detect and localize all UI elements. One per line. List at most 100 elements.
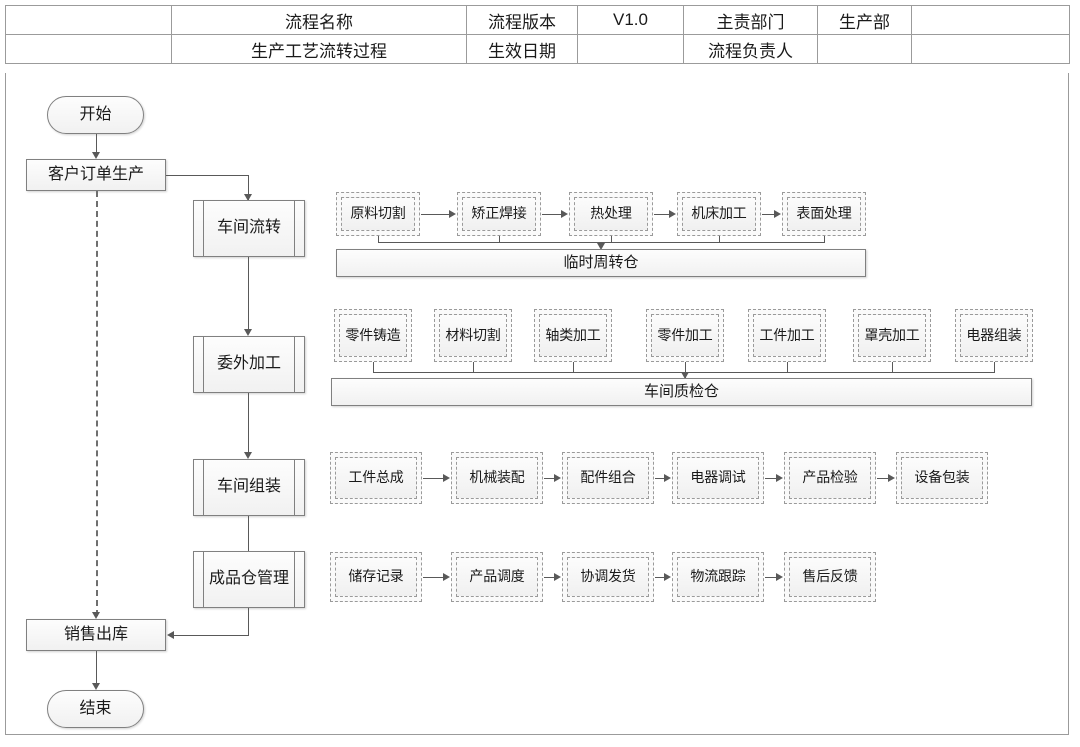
header-cell-blank-left-2 — [5, 34, 172, 64]
step-box[interactable]: 电器调试 — [672, 452, 764, 504]
step-box[interactable]: 矫正焊接 — [457, 192, 541, 236]
step-label: 产品调度 — [456, 557, 538, 597]
header-row-2: 生产工艺流转过程 生效日期 流程负责人 — [5, 34, 1070, 64]
stage-finished-goods-warehouse[interactable]: 成品仓管理 — [193, 551, 305, 608]
header-cell-process-owner-label: 流程负责人 — [683, 34, 818, 64]
header-cell-blank-left — [5, 5, 172, 35]
connector-stage3-to-stage4 — [248, 516, 249, 557]
step-box[interactable]: 物流跟踪 — [672, 552, 764, 602]
stage-outsourced-processing[interactable]: 委外加工 — [193, 336, 305, 393]
header-cell-blank-right — [911, 5, 1070, 35]
step-box[interactable]: 产品调度 — [451, 552, 543, 602]
step-box[interactable]: 罩壳加工 — [853, 309, 931, 362]
step-arrowhead — [554, 573, 561, 581]
step-box[interactable]: 零件加工 — [646, 309, 724, 362]
header-cell-process-version-label: 流程版本 — [466, 5, 578, 35]
step-label: 配件组合 — [567, 457, 649, 499]
stage-workshop-transfer[interactable]: 车间流转 — [193, 200, 305, 257]
step-arrowhead — [774, 210, 781, 218]
arrowhead-sales-to-end — [92, 683, 100, 690]
stage-workshop-assembly[interactable]: 车间组装 — [193, 459, 305, 516]
step-connector — [762, 214, 775, 215]
arrowhead-start-to-order — [92, 152, 100, 159]
step-box[interactable]: 设备包装 — [896, 452, 988, 504]
step-drop-line — [499, 236, 500, 242]
step-box[interactable]: 轴类加工 — [534, 309, 612, 362]
step-arrowhead — [449, 210, 456, 218]
step-label: 售后反馈 — [789, 557, 871, 597]
warehouse-workshop-qc[interactable]: 车间质检仓 — [331, 378, 1032, 406]
step-arrowhead — [776, 573, 783, 581]
arrowhead-to-warehouse — [681, 372, 689, 379]
step-label: 机床加工 — [682, 197, 756, 231]
step-connector — [544, 577, 555, 578]
node-start[interactable]: 开始 — [47, 96, 144, 134]
step-drop-line — [719, 236, 720, 242]
step-label: 储存记录 — [335, 557, 417, 597]
step-box[interactable]: 工件总成 — [330, 452, 422, 504]
warehouse-temp-transit[interactable]: 临时周转仓 — [336, 249, 866, 277]
stage-workshop-assembly-label: 车间组装 — [216, 478, 281, 496]
connector-start-to-order — [96, 134, 97, 154]
connector-order-to-stage1-v — [248, 175, 249, 200]
step-drop-line — [892, 362, 893, 372]
step-box[interactable]: 原料切割 — [336, 192, 420, 236]
step-drop-line — [378, 236, 379, 242]
node-customer-order[interactable]: 客户订单生产 — [26, 159, 166, 191]
warehouse-label: 临时周转仓 — [563, 254, 639, 272]
connector-stage4-to-sales-v — [248, 608, 249, 636]
node-sales-outbound-label: 销售出库 — [63, 625, 128, 643]
header-cell-owner-dept-value: 生产部 — [817, 5, 912, 35]
step-box[interactable]: 零件铸造 — [334, 309, 412, 362]
step-drop-line — [685, 362, 686, 372]
step-label: 零件加工 — [651, 314, 719, 357]
step-connector — [421, 214, 450, 215]
step-connector — [655, 478, 665, 479]
header-cell-version-value: V1.0 — [577, 5, 684, 35]
step-label: 表面处理 — [787, 197, 861, 231]
header-cell-process-name-label: 流程名称 — [171, 5, 467, 35]
node-end[interactable]: 结束 — [47, 690, 144, 728]
header-cell-process-name-value: 生产工艺流转过程 — [171, 34, 467, 64]
step-box[interactable]: 售后反馈 — [784, 552, 876, 602]
step-label: 罩壳加工 — [858, 314, 926, 357]
step-connector — [765, 478, 777, 479]
step-drop-line — [824, 236, 825, 242]
arrowhead-stage1-to-stage2 — [244, 329, 252, 336]
stage-outsourced-processing-label: 委外加工 — [216, 355, 281, 373]
connector-order-to-sales-dashed — [96, 191, 98, 616]
step-drop-line — [573, 362, 574, 372]
step-box[interactable]: 热处理 — [569, 192, 653, 236]
step-arrowhead — [554, 474, 561, 482]
step-drop-line — [473, 362, 474, 372]
step-box[interactable]: 工件加工 — [748, 309, 826, 362]
step-box[interactable]: 机械装配 — [451, 452, 543, 504]
step-label: 热处理 — [574, 197, 648, 231]
header-cell-effective-date-value — [577, 34, 684, 64]
step-connector — [654, 214, 670, 215]
step-box[interactable]: 储存记录 — [330, 552, 422, 602]
step-arrowhead — [561, 210, 568, 218]
step-box[interactable]: 协调发货 — [562, 552, 654, 602]
step-box[interactable]: 产品检验 — [784, 452, 876, 504]
step-arrowhead — [443, 474, 450, 482]
arrowhead-stage4-to-sales — [167, 631, 174, 639]
connector-stage4-to-sales-h — [174, 635, 249, 636]
header-cell-process-owner-value — [817, 34, 912, 64]
step-connector — [765, 577, 777, 578]
node-sales-outbound[interactable]: 销售出库 — [26, 619, 166, 651]
header-cell-owner-dept-label: 主责部门 — [683, 5, 818, 35]
step-label: 工件加工 — [753, 314, 821, 357]
step-drop-line — [994, 362, 995, 372]
step-box[interactable]: 表面处理 — [782, 192, 866, 236]
step-arrowhead — [664, 573, 671, 581]
step-box[interactable]: 配件组合 — [562, 452, 654, 504]
warehouse-label: 车间质检仓 — [643, 383, 719, 401]
connector-stage2-to-stage3 — [248, 393, 249, 456]
step-arrowhead — [776, 474, 783, 482]
connector-stage1-to-stage2 — [248, 257, 249, 333]
step-box[interactable]: 电器组装 — [955, 309, 1033, 362]
step-box[interactable]: 材料切割 — [434, 309, 512, 362]
header-cell-effective-date-label: 生效日期 — [466, 34, 578, 64]
step-box[interactable]: 机床加工 — [677, 192, 761, 236]
